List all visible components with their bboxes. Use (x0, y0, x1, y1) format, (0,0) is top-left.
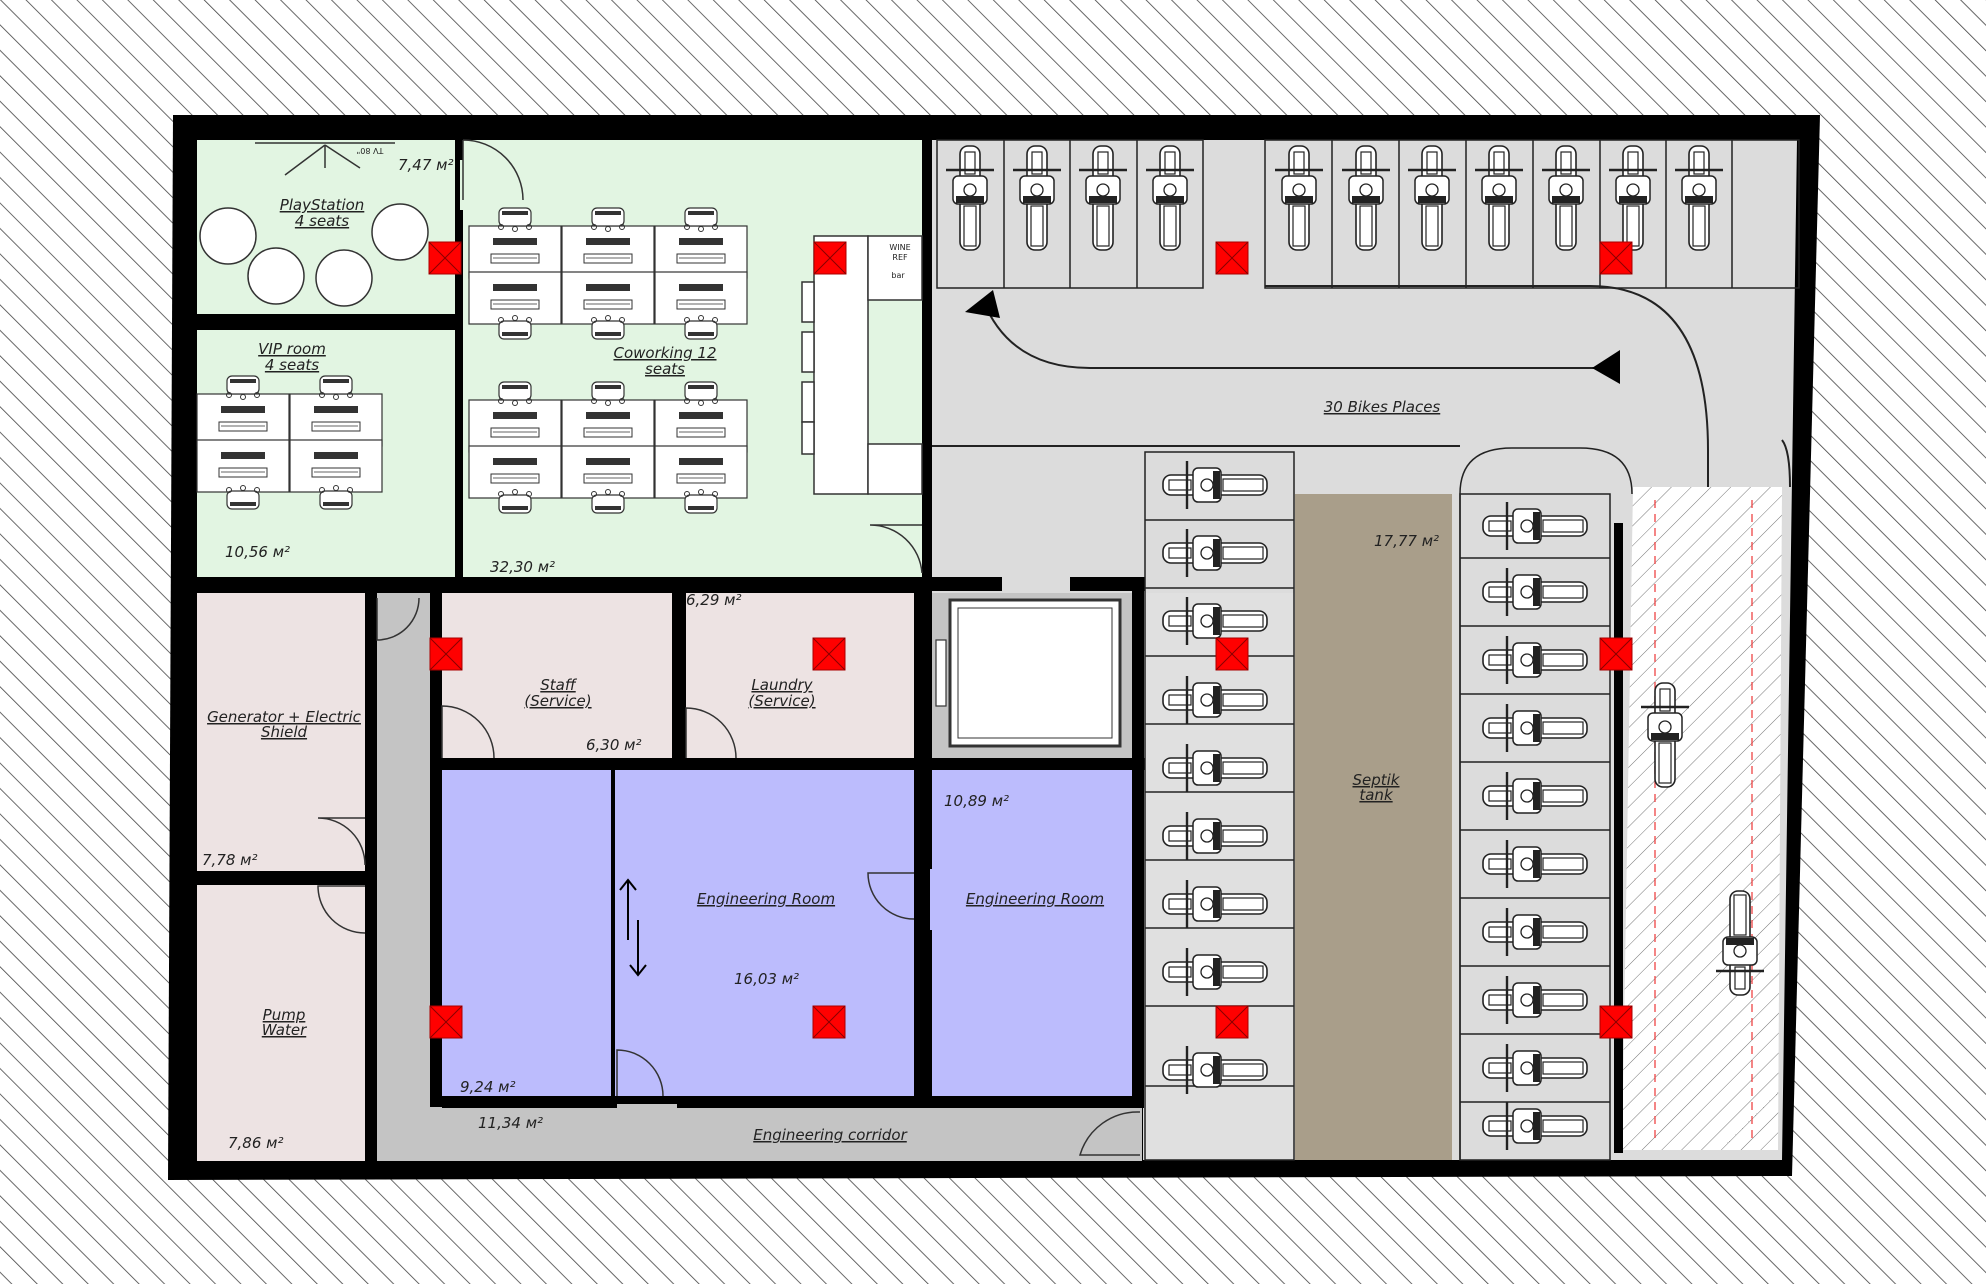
arrow-icon (1592, 350, 1620, 384)
staff-room (442, 593, 672, 758)
laundry-area: 6,29 м² (686, 591, 742, 609)
corridor-area: 11,34 м² (478, 1114, 543, 1132)
vip-desks (196, 375, 383, 510)
playstation-title: PlayStation (280, 196, 365, 214)
staff-title: Staff (540, 676, 578, 694)
sliding-door-arrows (611, 770, 647, 1096)
pump-title: Pump (263, 1006, 306, 1024)
generator-title-2: Shield (261, 723, 308, 741)
engineering-left-title: Engineering Room (697, 890, 835, 908)
doors (317, 139, 1141, 1156)
arrow-icon (965, 290, 1000, 318)
vip-seats: 4 seats (265, 356, 319, 374)
vip-area: 10,56 м² (225, 543, 290, 561)
pump-room (197, 885, 365, 1161)
coworking-area: 32,30 м² (490, 558, 555, 576)
engineering-left-area: 16,03 м² (734, 970, 799, 988)
engineering-room-right (930, 770, 1132, 1096)
pump-area: 7,86 м² (228, 1134, 284, 1152)
playstation-seats: 4 seats (295, 212, 349, 230)
generator-title: Generator + Electric (207, 708, 362, 726)
engineering-room-left (442, 770, 914, 1096)
armchairs (199, 142, 429, 307)
septik-area: 17,77 м² (1374, 532, 1439, 550)
bar-label: bar (891, 271, 905, 280)
generator-area: 7,78 м² (202, 851, 258, 869)
bar-ref: REF (892, 253, 908, 262)
elevator (935, 598, 1122, 748)
engineering-left-area-small: 9,24 м² (460, 1078, 516, 1096)
tv-label: TV 80" (357, 146, 385, 155)
laundry-room (686, 593, 914, 758)
ramp-lanes (1654, 500, 1753, 1140)
interior-walls (195, 140, 1623, 1168)
laundry-title: Laundry (751, 676, 813, 694)
septik-title: Septik (1352, 771, 1400, 789)
pump-title-2: Water (262, 1021, 307, 1039)
septik-title-2: tank (1359, 786, 1394, 804)
engineering-right-title: Engineering Room (966, 890, 1104, 908)
corridor-bottom (377, 1104, 1142, 1161)
vip-title: VIP room (258, 340, 326, 358)
playstation-area: 7,47 м² (398, 156, 454, 174)
bar-counter (801, 235, 923, 495)
laundry-title-2: (Service) (748, 692, 815, 710)
parking-title: 30 Bikes Places (1324, 398, 1441, 416)
staff-title-2: (Service) (524, 692, 591, 710)
bar-wine: WINE (889, 243, 910, 252)
corridor-title: Engineering corridor (753, 1126, 907, 1144)
staff-area: 6,30 м² (586, 736, 642, 754)
generator-room (197, 593, 365, 871)
parking-stalls-right (1459, 447, 1633, 1161)
coworking-title: Coworking 12 (613, 344, 716, 362)
septik-tank (1295, 494, 1452, 1160)
coworking-seats: seats (645, 360, 685, 378)
ramp (1622, 487, 1782, 1150)
engineering-right-area: 10,89 м² (944, 792, 1009, 810)
